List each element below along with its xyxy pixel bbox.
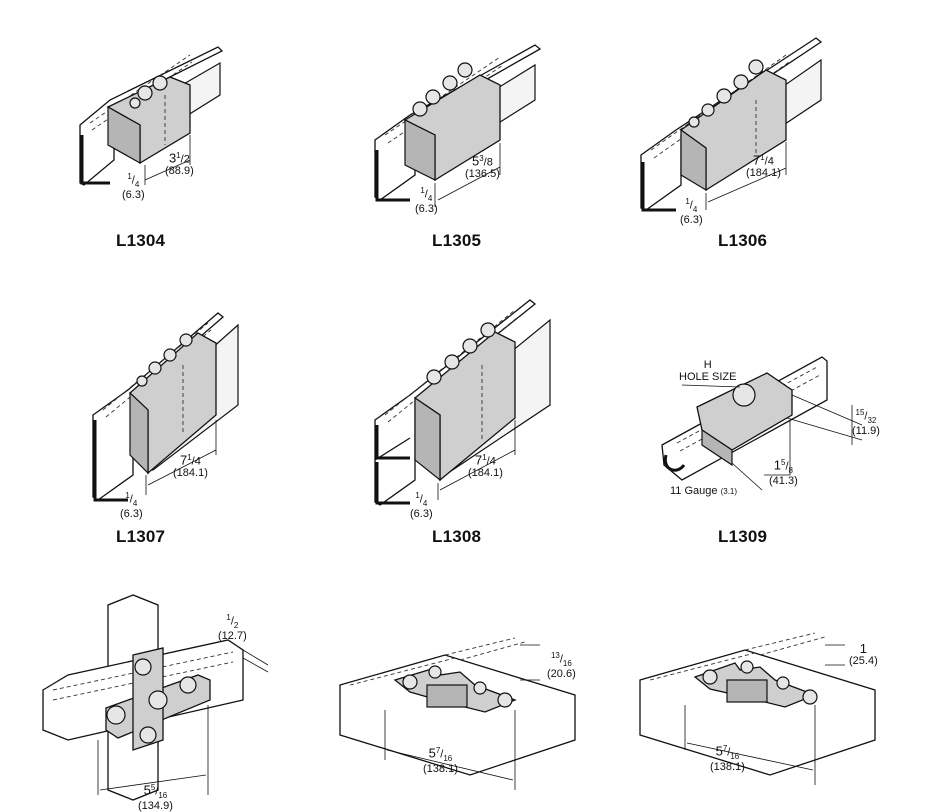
fitting-l1307-drawing	[92, 312, 239, 502]
part-label-l1304: L1304	[116, 231, 166, 250]
fitting-l1308-drawing	[374, 299, 551, 506]
fitting-tee-1: 1(25.4) 57/16(138.1)	[635, 625, 900, 810]
fitting-tee-1-drawing	[639, 632, 876, 785]
fitting-l1307: 71/4(184.1) 1/4(6.3) L1307	[88, 305, 258, 546]
dim-thickness: 1/4(6.3)	[680, 197, 703, 226]
fitting-l1304: 31/2(88.9) 1/4(6.3) L1304	[70, 35, 230, 250]
dim-length: 71/4(184.1)	[746, 152, 781, 179]
part-label-l1306: L1306	[718, 231, 768, 250]
dim-length: 55/16(134.9)	[138, 782, 173, 812]
gauge-callout: 11 Gauge (3.1)	[670, 485, 738, 497]
dim-length: 71/4(184.1)	[468, 452, 503, 479]
dim-thickness: 1/4(6.3)	[415, 186, 438, 215]
part-label-l1305: L1305	[432, 231, 482, 250]
part-label-l1307: L1307	[116, 527, 166, 546]
fitting-l1305: 53/8(136.5) 1/4(6.3) L1305	[370, 35, 550, 250]
fitting-l1309-drawing	[661, 356, 863, 491]
dim-length: 31/2(88.9)	[165, 150, 194, 177]
dim-height: 15/32(11.9)	[852, 408, 880, 437]
fitting-cross-drawing	[42, 594, 269, 801]
fitting-l1304-drawing	[79, 46, 224, 186]
dim-thickness: 1/4(6.3)	[122, 172, 145, 201]
dim-height: 13/16(20.6)	[547, 651, 576, 680]
dim-thickness: 1/2(12.7)	[218, 613, 247, 642]
dim-length: 71/4(184.1)	[173, 452, 208, 479]
fitting-cross: 1/2(12.7) 55/16(134.9)	[38, 590, 278, 812]
fitting-l1306: 71/4(184.1) 1/4(6.3) L1306	[636, 30, 836, 250]
dim-thickness: 1/4(6.3)	[120, 491, 143, 520]
dim-width: 15/8(41.3)	[769, 457, 798, 487]
fitting-tee-13-16-drawing	[339, 637, 576, 790]
fitting-l1305-drawing	[374, 44, 542, 207]
part-label-l1308: L1308	[432, 527, 482, 546]
dim-height: 1(25.4)	[849, 641, 878, 667]
fitting-tee-13-16: 13/16(20.6) 57/16(138.1)	[335, 630, 595, 810]
part-label-l1309: L1309	[718, 527, 768, 546]
fitting-l1306-drawing	[640, 37, 823, 212]
dim-length: 57/16(138.1)	[423, 745, 458, 775]
dim-length: 53/8(136.5)	[465, 153, 500, 180]
dim-length: 57/16(138.1)	[710, 743, 745, 773]
dim-thickness: 1/4(6.3)	[410, 491, 433, 520]
fitting-l1308: 71/4(184.1) 1/4(6.3) L1308	[370, 290, 560, 546]
